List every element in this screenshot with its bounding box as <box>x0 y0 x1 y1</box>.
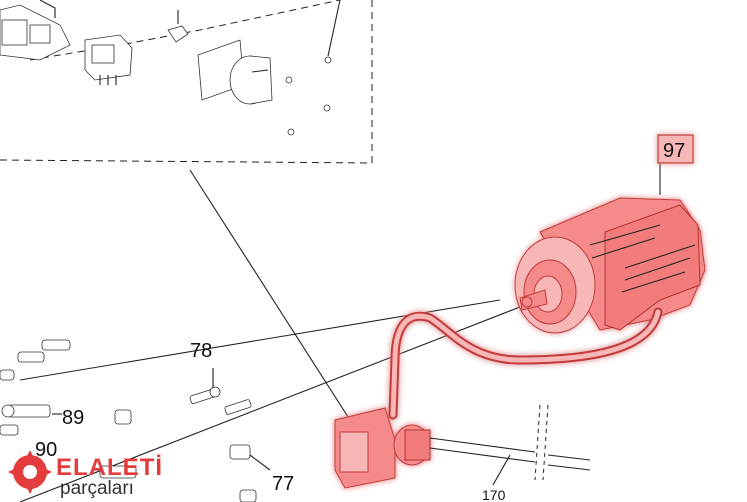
callout-89: 89 <box>62 407 84 429</box>
callout-90: 90 <box>35 439 57 461</box>
small-screws-top <box>285 0 341 136</box>
callout-77: 77 <box>272 473 294 495</box>
callout-97-box <box>657 134 694 164</box>
callout-170: 170 <box>482 487 506 502</box>
capacitor-part <box>197 39 273 105</box>
switch-block-part <box>84 34 133 85</box>
logo-main-text: ELALETİ <box>56 454 163 481</box>
gear-logo-icon <box>8 450 52 494</box>
dashed-assembly-frame <box>0 0 373 164</box>
logo-sub-text: parçaları <box>60 478 134 499</box>
motor-part-97 <box>334 197 706 489</box>
callout-97: 97 <box>663 140 685 162</box>
power-cord-170 <box>429 404 591 486</box>
screw-hardware-group <box>0 339 257 502</box>
callout-leaders <box>52 162 661 471</box>
callout-78: 78 <box>190 340 212 362</box>
control-box-part <box>0 0 71 61</box>
elaleti-logo: ELALETİ parçaları <box>8 450 163 499</box>
clip-part <box>167 10 189 43</box>
